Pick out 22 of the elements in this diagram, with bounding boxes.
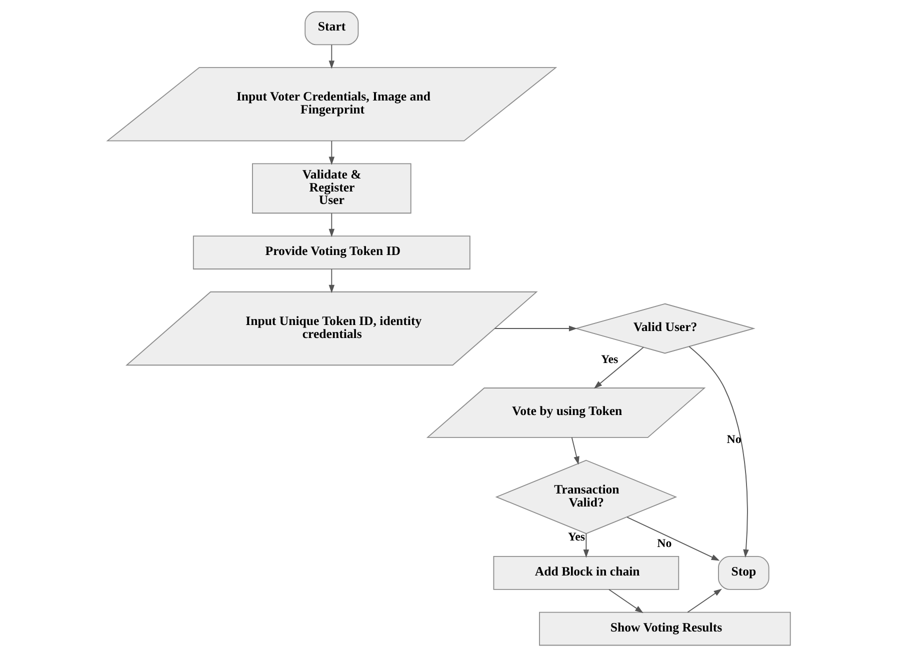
arrow (328, 212, 334, 238)
arrow (570, 437, 579, 465)
arrow (328, 140, 334, 165)
node-box: Validate & Register User (252, 163, 411, 214)
node-box: Stop (718, 556, 769, 590)
edge-label: No (656, 536, 672, 550)
arrow (626, 516, 720, 561)
node-box: Show Voting Results (538, 612, 790, 646)
node-diamond: Valid User? (574, 303, 755, 354)
edge-label: Yes (600, 352, 618, 366)
node-box: Add Block in chain (492, 556, 679, 590)
node-box: Provide Voting Token ID (192, 236, 470, 270)
arrow (593, 346, 644, 389)
node-box: Start (304, 11, 358, 46)
arrow (686, 588, 722, 613)
arrow (494, 326, 577, 332)
arrow (582, 533, 589, 558)
arrow (608, 589, 643, 614)
arrow (688, 346, 748, 558)
arrow (328, 268, 334, 294)
edge-label: No (726, 432, 741, 446)
arrow (328, 44, 334, 69)
